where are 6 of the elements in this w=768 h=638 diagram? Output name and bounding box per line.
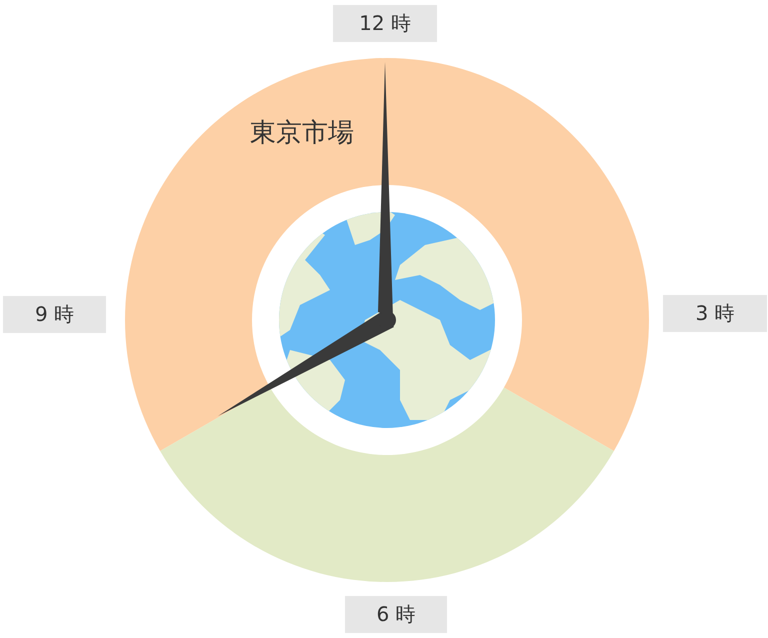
market-label: 東京市場 — [250, 117, 354, 150]
ring-segment — [125, 57, 649, 451]
hour-label: 12 時 — [333, 5, 437, 42]
hour-label: 9 時 — [3, 296, 106, 333]
hour-label: 6 時 — [345, 596, 447, 633]
hour-label: 3 時 — [663, 295, 767, 332]
